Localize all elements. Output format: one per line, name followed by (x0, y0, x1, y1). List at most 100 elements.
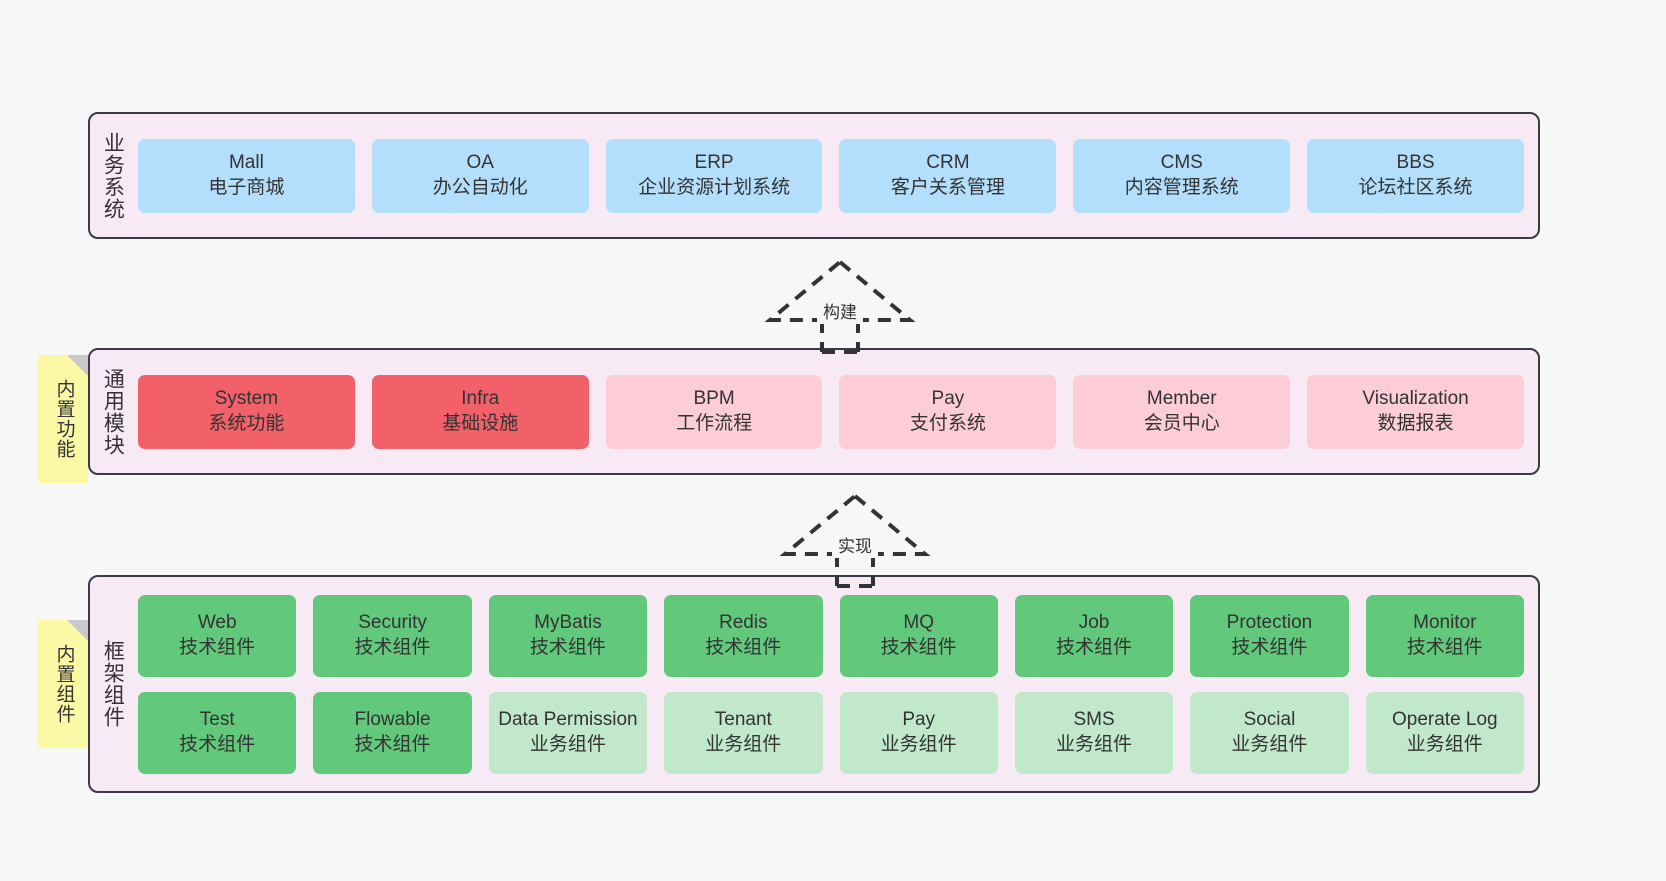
layer-framework-components: 框架组件 Web 技术组件 Security 技术组件 MyBatis 技术组件… (88, 575, 1540, 793)
node-title: Social (1243, 709, 1296, 731)
node-subtitle: 支付系统 (909, 412, 986, 434)
node-title: CMS (1160, 152, 1203, 174)
node-title: MQ (903, 612, 934, 634)
node-web[interactable]: Web 技术组件 (138, 594, 297, 677)
node-title: MyBatis (534, 612, 602, 634)
sticky-note-label: 内置功能 (53, 379, 75, 459)
node-subtitle: 业务组件 (1406, 733, 1483, 755)
node-title: BBS (1396, 152, 1435, 174)
node-title: Flowable (354, 709, 431, 731)
node-subtitle: 数据报表 (1377, 412, 1454, 434)
node-bbs[interactable]: BBS 论坛社区系统 (1307, 138, 1524, 213)
node-title: Pay (902, 709, 936, 731)
connector-label-build: 构建 (817, 297, 863, 324)
node-title: System (214, 388, 279, 410)
node-subtitle: 技术组件 (354, 733, 431, 755)
node-crm[interactable]: CRM 客户关系管理 (839, 138, 1057, 213)
node-title: Pay (931, 388, 965, 410)
node-subtitle: 业务组件 (529, 733, 606, 755)
node-subtitle: 电子商城 (208, 176, 285, 198)
connector-build: 构建 (760, 258, 920, 354)
node-subtitle: 业务组件 (1056, 733, 1133, 755)
node-title: Member (1146, 388, 1217, 410)
connector-implement: 实现 (775, 492, 935, 588)
node-subtitle: 内容管理系统 (1124, 176, 1239, 198)
node-system[interactable]: System 系统功能 (138, 374, 355, 449)
node-title: Test (199, 709, 235, 731)
node-title: Redis (719, 612, 768, 634)
node-title: Operate Log (1391, 709, 1498, 731)
node-mq[interactable]: MQ 技术组件 (839, 594, 998, 677)
node-title: BPM (693, 388, 735, 410)
layer-row: System 系统功能 Infra 基础设施 BPM 工作流程 Pay 支付系统… (138, 374, 1524, 449)
layer-body-business: Mall 电子商城 OA 办公自动化 ERP 企业资源计划系统 CRM 客户关系… (134, 114, 1538, 237)
node-subtitle: 业务组件 (1231, 733, 1308, 755)
node-subtitle: 基础设施 (442, 412, 519, 434)
node-sms[interactable]: SMS 业务组件 (1014, 691, 1174, 774)
node-subtitle: 业务组件 (880, 733, 957, 755)
node-title: Web (197, 612, 237, 634)
sticky-note-builtin-components: 内置组件 (38, 620, 88, 748)
node-subtitle: 技术组件 (1231, 636, 1308, 658)
node-title: Job (1078, 612, 1110, 634)
layer-body-modules: System 系统功能 Infra 基础设施 BPM 工作流程 Pay 支付系统… (134, 350, 1538, 473)
node-subtitle: 会员中心 (1143, 412, 1220, 434)
node-subtitle: 业务组件 (705, 733, 782, 755)
node-title: Data Permission (498, 709, 638, 731)
layer-row: Test 技术组件 Flowable 技术组件 Data Permission … (138, 691, 1524, 774)
node-subtitle: 论坛社区系统 (1358, 176, 1473, 198)
node-title: Protection (1226, 612, 1313, 634)
node-visualization[interactable]: Visualization 数据报表 (1307, 374, 1524, 449)
node-infra[interactable]: Infra 基础设施 (371, 374, 589, 449)
node-tenant[interactable]: Tenant 业务组件 (664, 691, 823, 774)
node-cms[interactable]: CMS 内容管理系统 (1073, 138, 1291, 213)
node-social[interactable]: Social 业务组件 (1190, 691, 1349, 774)
node-title: Security (358, 612, 427, 634)
node-subtitle: 技术组件 (1056, 636, 1133, 658)
layer-title-business: 业务系统 (101, 131, 125, 220)
folded-corner-icon (67, 355, 88, 376)
node-protection[interactable]: Protection 技术组件 (1190, 594, 1349, 677)
node-title: CRM (926, 152, 970, 174)
layer-body-framework: Web 技术组件 Security 技术组件 MyBatis 技术组件 Redi… (134, 577, 1538, 791)
node-test[interactable]: Test 技术组件 (138, 691, 297, 774)
node-subtitle: 技术组件 (705, 636, 782, 658)
node-redis[interactable]: Redis 技术组件 (664, 594, 823, 677)
node-security[interactable]: Security 技术组件 (313, 594, 472, 677)
node-subtitle: 技术组件 (880, 636, 957, 658)
node-subtitle: 系统功能 (208, 412, 285, 434)
node-title: Mall (228, 152, 264, 174)
node-title: Visualization (1362, 388, 1469, 410)
node-title: Monitor (1413, 612, 1477, 634)
node-title: Infra (461, 388, 500, 410)
node-mall[interactable]: Mall 电子商城 (138, 138, 355, 213)
layer-title-framework: 框架组件 (101, 640, 125, 728)
node-pay-component[interactable]: Pay 业务组件 (839, 691, 998, 774)
node-data-permission[interactable]: Data Permission 业务组件 (488, 691, 648, 774)
node-subtitle: 技术组件 (529, 636, 606, 658)
node-member[interactable]: Member 会员中心 (1073, 374, 1291, 449)
folded-corner-icon (67, 620, 88, 641)
node-job[interactable]: Job 技术组件 (1014, 594, 1174, 677)
layer-common-modules: 通用模块 System 系统功能 Infra 基础设施 BPM 工作流程 Pay… (88, 348, 1540, 475)
node-mybatis[interactable]: MyBatis 技术组件 (488, 594, 648, 677)
node-monitor[interactable]: Monitor 技术组件 (1365, 594, 1524, 677)
node-flowable[interactable]: Flowable 技术组件 (313, 691, 472, 774)
node-operate-log[interactable]: Operate Log 业务组件 (1365, 691, 1524, 774)
node-pay-module[interactable]: Pay 支付系统 (839, 374, 1057, 449)
node-subtitle: 技术组件 (1406, 636, 1483, 658)
connector-label-implement: 实现 (832, 531, 878, 558)
sticky-note-label: 内置组件 (53, 644, 75, 724)
node-subtitle: 企业资源计划系统 (638, 176, 791, 198)
layer-title-modules: 通用模块 (101, 367, 125, 456)
layer-row: Mall 电子商城 OA 办公自动化 ERP 企业资源计划系统 CRM 客户关系… (138, 138, 1524, 213)
layer-row: Web 技术组件 Security 技术组件 MyBatis 技术组件 Redi… (138, 594, 1524, 677)
node-subtitle: 办公自动化 (432, 176, 528, 198)
node-bpm[interactable]: BPM 工作流程 (605, 374, 823, 449)
node-oa[interactable]: OA 办公自动化 (371, 138, 589, 213)
node-title: SMS (1073, 709, 1115, 731)
node-subtitle: 工作流程 (676, 412, 753, 434)
node-erp[interactable]: ERP 企业资源计划系统 (605, 138, 823, 213)
node-subtitle: 技术组件 (179, 733, 256, 755)
